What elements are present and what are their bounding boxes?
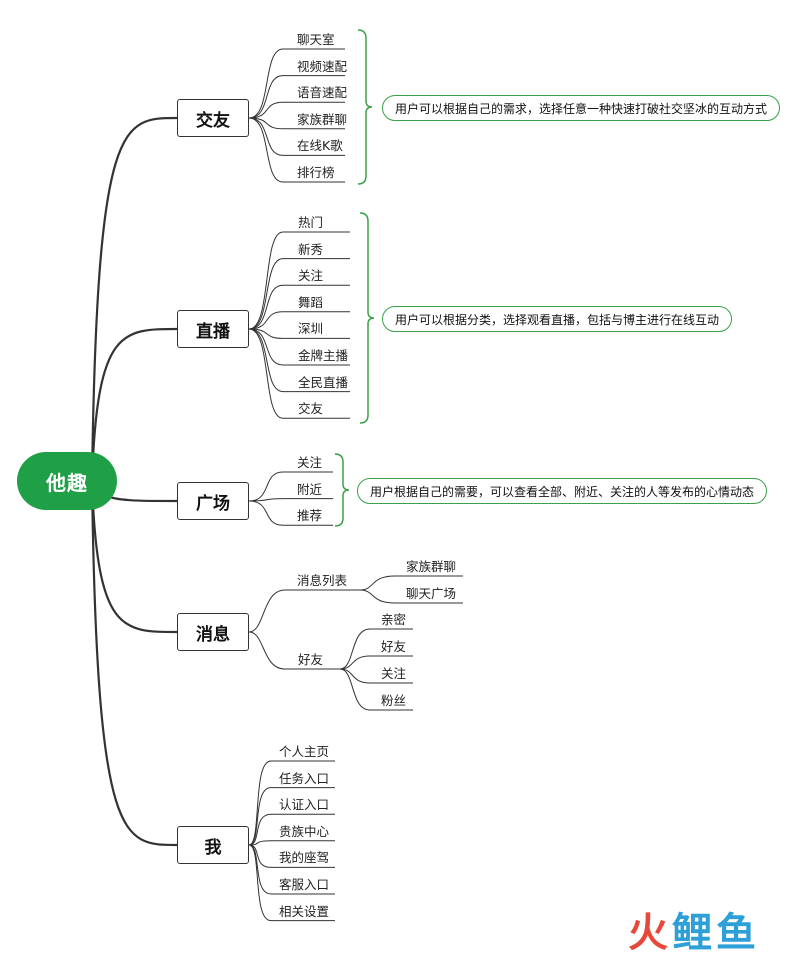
leaf-item: 认证入口 (279, 797, 330, 813)
leaf-item: 粉丝 (381, 693, 407, 708)
branch-node-me: 我 (177, 826, 249, 864)
watermark-logo: 火鲤鱼 (628, 910, 760, 956)
branch-node-social: 交友 (177, 99, 249, 137)
leaf-item: 家族群聊 (406, 559, 457, 574)
group-label: 消息列表 (297, 573, 348, 588)
leaf-connector (339, 628, 371, 670)
leaf-connector (248, 471, 284, 502)
leaf-item: 排行榜 (297, 165, 335, 180)
leaf-item: 关注 (298, 268, 324, 284)
leaf-connector (248, 284, 284, 330)
leaf-item: 家族群聊 (297, 111, 348, 127)
leaf-item: 深圳 (298, 321, 324, 337)
leaf-connector (248, 760, 272, 846)
leaf-item: 交友 (298, 401, 324, 417)
root-branch-connector (90, 480, 178, 847)
leaf-connector (339, 668, 371, 711)
root-branch-connector (90, 116, 178, 482)
leaf-connector (248, 117, 284, 183)
leaf-connector (248, 844, 272, 868)
leaf-connector (248, 500, 284, 526)
leaf-connector (359, 589, 396, 604)
note-plaza: 用户根据自己的需要，可以查看全部、附近、关注的人等发布的心情动态 (357, 478, 768, 504)
root-branch-connector (90, 327, 178, 482)
leaf-item: 任务入口 (279, 770, 330, 786)
group-connector (248, 589, 286, 633)
brace-plaza (334, 453, 350, 527)
leaf-item: 金牌主播 (298, 348, 349, 363)
leaf-item: 个人主页 (279, 744, 330, 759)
root-node: 他趣 (17, 452, 117, 510)
leaf-item: 全民直播 (298, 374, 349, 390)
leaf-item: 附近 (297, 481, 323, 497)
leaf-item: 客服入口 (279, 877, 330, 892)
leaf-item: 亲密 (381, 612, 407, 627)
leaf-item: 聊天广场 (406, 586, 457, 601)
leaf-item: 在线K歌 (297, 138, 343, 154)
leaf-connector (248, 498, 284, 502)
group-connector (248, 631, 286, 670)
leaf-item: 相关设置 (279, 903, 330, 919)
leaf-connector (248, 258, 284, 330)
brace-social (357, 29, 373, 185)
branch-node-live: 直播 (177, 310, 249, 348)
leaf-item: 关注 (297, 455, 323, 470)
branch-node-plaza: 广场 (177, 482, 249, 520)
leaf-item: 舞蹈 (298, 294, 324, 310)
leaf-item: 聊天室 (297, 32, 335, 47)
leaf-connector (248, 48, 284, 119)
brace-live (359, 212, 375, 424)
leaf-connector (248, 844, 272, 922)
note-live: 用户可以根据分类，选择观看直播，包括与博主进行在线互动 (382, 306, 733, 332)
leaf-connector (248, 328, 284, 366)
leaf-connector (248, 101, 284, 119)
leaf-connector (248, 328, 284, 419)
leaf-connector (248, 231, 284, 330)
leaf-connector (248, 311, 284, 330)
note-social: 用户可以根据自己的需求，选择任意一种快速打破社交坚冰的互动方式 (382, 95, 781, 121)
leaf-connector (248, 813, 272, 846)
leaf-connector (359, 575, 396, 591)
leaf-item: 新秀 (298, 241, 324, 257)
leaf-connector (248, 75, 284, 119)
leaf-item: 贵族中心 (279, 823, 330, 839)
leaf-connector (248, 117, 284, 156)
branch-node-messages: 消息 (177, 613, 249, 651)
leaf-item: 热门 (298, 215, 324, 230)
leaf-item: 好友 (381, 639, 407, 654)
group-label: 好友 (298, 652, 324, 667)
leaf-connector (248, 787, 272, 846)
leaf-item: 语音速配 (297, 85, 348, 101)
leaf-item: 我的座驾 (279, 850, 330, 866)
leaf-item: 视频速配 (297, 58, 348, 74)
leaf-connector (248, 844, 272, 895)
leaf-item: 关注 (381, 666, 407, 681)
leaf-connector (339, 655, 371, 670)
root-branch-connector (90, 480, 178, 634)
leaf-item: 推荐 (297, 508, 323, 524)
